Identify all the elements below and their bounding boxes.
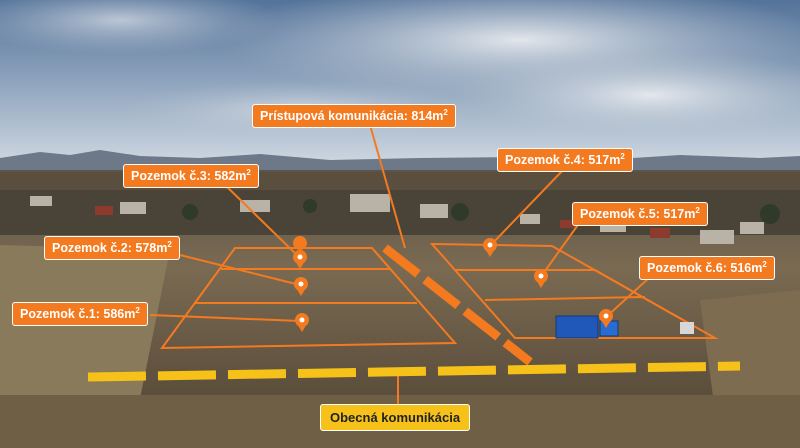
plot2-label: Pozemok č.2: 578m2 [44,236,180,260]
plot5-label-text: Pozemok č.5: 517m [580,207,696,221]
unit-sup: 2 [443,107,448,117]
unit-sup: 2 [246,167,251,177]
location-pin-icon [293,235,308,250]
plot-outlines [160,242,719,350]
plot4-label-text: Pozemok č.4: 517m [505,153,621,167]
location-pin-icon [293,250,307,269]
location-pin-icon [534,269,548,288]
public-road-label: Obecná komunikácia [320,404,471,431]
unit-sup: 2 [167,239,172,249]
public-road-line [87,361,741,382]
plot1-label-text: Pozemok č.1: 586m [20,307,136,321]
location-pin-icon [483,238,497,257]
location-pin-icon [599,309,613,328]
location-pin-icon [294,277,308,296]
plot2-label-text: Pozemok č.2: 578m [52,241,168,255]
plot6-label: Pozemok č.6: 516m2 [639,256,775,280]
unit-sup: 2 [695,205,700,215]
unit-sup: 2 [762,259,767,269]
access-road-label-text: Prístupová komunikácia: 814m [260,109,444,123]
plot3-label-text: Pozemok č.3: 582m [131,169,247,183]
plot4-label: Pozemok č.4: 517m2 [497,148,633,172]
unit-sup: 2 [135,305,140,315]
plot1-label: Pozemok č.1: 586m2 [12,302,148,326]
plot5-label: Pozemok č.5: 517m2 [572,202,708,226]
access-road-line [382,244,533,366]
unit-sup: 2 [620,151,625,161]
location-pin-icon [295,313,309,332]
plot3-label: Pozemok č.3: 582m2 [123,164,259,188]
plot6-label-text: Pozemok č.6: 516m [647,261,763,275]
access-road-label: Prístupová komunikácia: 814m2 [252,104,456,128]
